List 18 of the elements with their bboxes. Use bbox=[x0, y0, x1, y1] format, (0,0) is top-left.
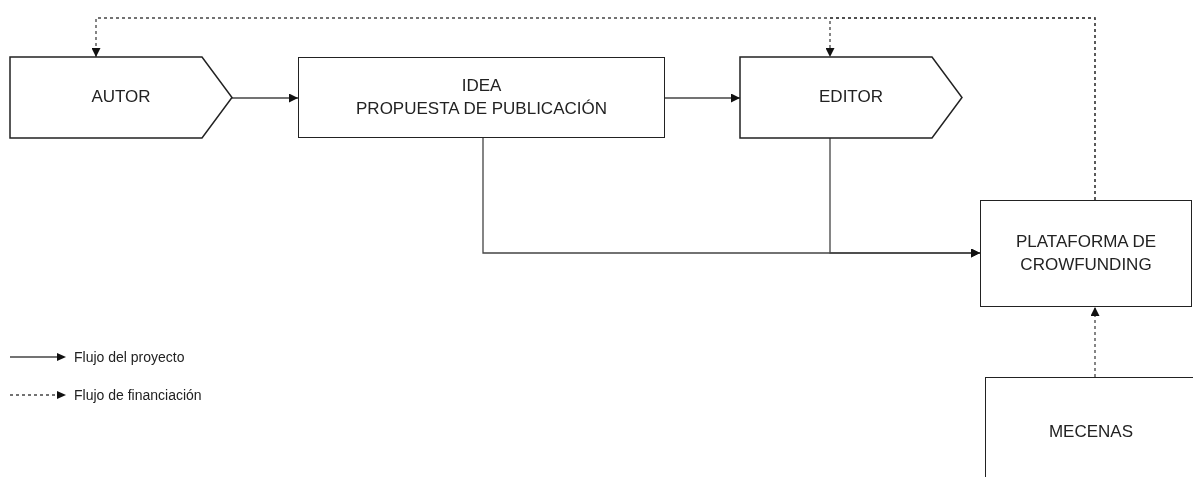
process-box bbox=[298, 57, 665, 138]
node-label: AUTOR bbox=[90, 86, 152, 109]
arrow bbox=[825, 17, 1096, 201]
arrow bbox=[1090, 306, 1100, 378]
node-label: PLATAFORMA DE CROWFUNDING bbox=[1014, 230, 1158, 276]
node-label: PROPUESTA DE PUBLICACIÓN bbox=[355, 97, 608, 120]
node-label: IDEA bbox=[460, 74, 503, 97]
arrow bbox=[231, 93, 299, 103]
node-label: EDITOR bbox=[818, 86, 884, 109]
process-arrow-shape bbox=[10, 57, 232, 138]
process-arrow-shape bbox=[740, 57, 962, 138]
legend-label: Flujo del proyecto bbox=[74, 349, 185, 365]
process-box bbox=[980, 200, 1192, 307]
process-box bbox=[985, 377, 1193, 477]
legend-label: Flujo de financiación bbox=[74, 387, 202, 403]
arrow bbox=[829, 137, 981, 258]
node-label: MECENAS bbox=[1047, 420, 1135, 443]
arrow bbox=[664, 93, 741, 103]
